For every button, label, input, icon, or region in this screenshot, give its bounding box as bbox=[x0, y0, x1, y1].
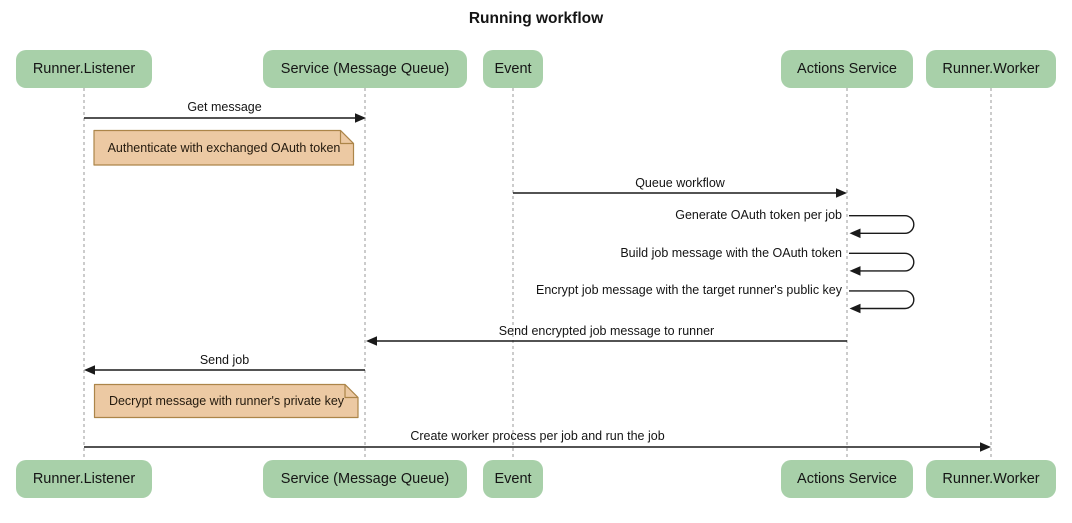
actor-top-actions-service: Actions Service bbox=[781, 50, 913, 88]
note-shape-decrypt bbox=[93, 383, 359, 419]
arrow-send-encrypted-job-message bbox=[366, 336, 847, 346]
message-label-send-job: Send job bbox=[199, 353, 250, 367]
note-shape-authenticate bbox=[93, 129, 355, 166]
actor-bottom-runner-worker: Runner.Worker bbox=[926, 460, 1056, 498]
actor-bottom-actions-service: Actions Service bbox=[781, 460, 913, 498]
actor-top-runner-worker: Runner.Worker bbox=[926, 50, 1056, 88]
message-label-get-message: Get message bbox=[187, 100, 262, 114]
actor-bottom-service-message-queue: Service (Message Queue) bbox=[263, 460, 467, 498]
actor-bottom-event: Event bbox=[483, 460, 543, 498]
actor-top-service-message-queue: Service (Message Queue) bbox=[263, 50, 467, 88]
actor-bottom-runner-listener: Runner.Listener bbox=[16, 460, 152, 498]
arrow-get-message bbox=[84, 113, 366, 123]
actor-top-runner-listener: Runner.Listener bbox=[16, 50, 152, 88]
note-authenticate: Authenticate with exchanged OAuth token bbox=[107, 140, 341, 155]
arrow-send-job bbox=[84, 365, 365, 375]
self-arrow-generate-oauth-token bbox=[849, 215, 915, 239]
actor-top-event: Event bbox=[483, 50, 543, 88]
arrow-create-worker-process bbox=[84, 442, 991, 452]
self-arrow-encrypt-job-message bbox=[849, 290, 915, 314]
message-label-queue-workflow: Queue workflow bbox=[635, 176, 725, 190]
message-label-encrypt-job-message: Encrypt job message with the target runn… bbox=[535, 283, 842, 297]
message-label-build-job-message: Build job message with the OAuth token bbox=[620, 246, 842, 260]
note-decrypt: Decrypt message with runner's private ke… bbox=[108, 393, 345, 408]
message-label-create-worker-process: Create worker process per job and run th… bbox=[410, 429, 665, 443]
self-arrow-build-job-message bbox=[849, 252, 915, 276]
message-label-generate-oauth-token: Generate OAuth token per job bbox=[675, 208, 842, 222]
arrow-queue-workflow bbox=[513, 188, 847, 198]
message-label-send-encrypted-job-message: Send encrypted job message to runner bbox=[498, 324, 715, 338]
diagram-title: Running workflow bbox=[468, 10, 604, 27]
